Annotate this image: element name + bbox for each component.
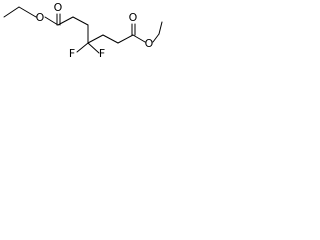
bond-chain-c5-c6: [102, 34, 119, 44]
bond-ester-left-o-c: [44, 16, 59, 26]
atom-o-left-ester: O: [36, 11, 45, 24]
bond-c4-f-right: [87, 42, 100, 54]
atom-o-right-ester: O: [145, 37, 154, 50]
bond-chain-c4-c5: [87, 34, 104, 44]
bond-chain-c6-c7: [117, 34, 134, 44]
atom-o-left-carbonyl: O: [54, 1, 63, 14]
bond-ethyl-right-c1-c2: [158, 21, 163, 35]
atom-f-left: F: [69, 47, 75, 60]
bond-ethyl-left-c1-c2: [3, 6, 20, 18]
atom-f-right: F: [99, 47, 105, 60]
bond-chain-c2-c3: [72, 16, 89, 26]
bond-c4-f-left: [76, 42, 89, 53]
bond-ethyl-right-o-c1: [152, 33, 160, 43]
structural-formula: O O F F O O: [3, 1, 163, 60]
bond-ester-right-c-o: [132, 34, 146, 43]
bond-ethyl-left-c2-o: [18, 6, 37, 18]
bond-chain-c1-c2: [57, 16, 74, 26]
atom-o-right-carbonyl: O: [129, 11, 138, 24]
